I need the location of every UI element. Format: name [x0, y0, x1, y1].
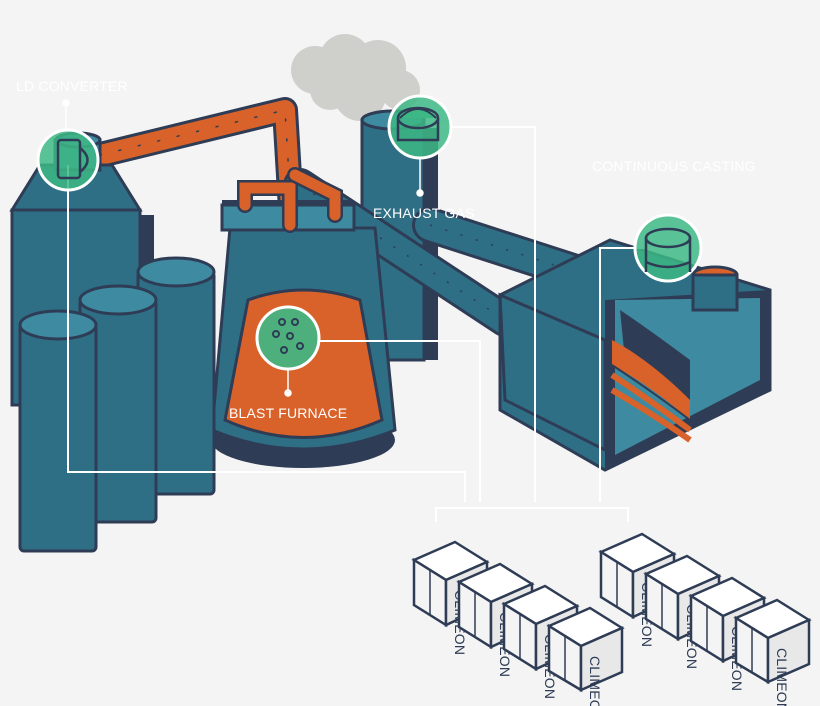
- ld-converter-marker[interactable]: [36, 128, 100, 192]
- storage-tanks: [18, 256, 216, 553]
- label-pointers: [62, 99, 424, 397]
- continuous-casting-label: CONTINUOUS CASTING: [592, 158, 756, 174]
- climeon-units-right: CLIMEON CLIMEON CLIMEON CLIMEON: [598, 532, 812, 706]
- exhaust-gas-label: EXHAUST GAS: [373, 205, 475, 221]
- exhaust-gas-marker[interactable]: [387, 94, 453, 160]
- climeon-unit: CLIMEON: [546, 606, 625, 706]
- blast-furnace-marker[interactable]: [255, 305, 321, 371]
- climeon-units-left: CLIMEON CLIMEON CLIMEON CLIMEON: [411, 540, 625, 706]
- blast-furnace-label: BLAST FURNACE: [229, 405, 347, 421]
- steam-cloud: [291, 34, 420, 121]
- furnace-top-pipes: [237, 167, 343, 233]
- unit-brand: CLIMEON: [587, 656, 603, 706]
- continuous-casting-marker[interactable]: [633, 213, 703, 283]
- ld-converter-label: LD CONVERTER: [16, 78, 128, 94]
- climeon-unit: CLIMEON: [733, 598, 812, 706]
- unit-brand: CLIMEON: [774, 648, 790, 706]
- continuous-casting-building: [498, 238, 772, 472]
